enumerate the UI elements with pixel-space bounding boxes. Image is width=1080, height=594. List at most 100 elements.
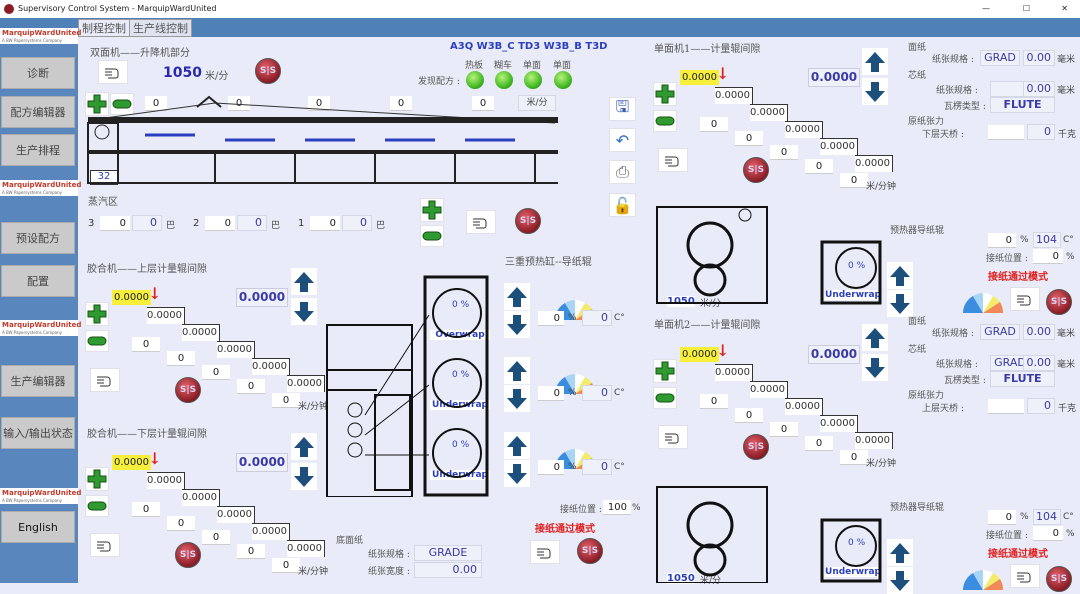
lower-button[interactable] xyxy=(862,354,888,381)
scs-control-button[interactable]: S|S xyxy=(743,157,769,183)
scs-control-button[interactable]: S|S xyxy=(175,377,201,403)
gap-setpoint-field[interactable]: 0.0000 xyxy=(680,70,719,85)
increase-button[interactable] xyxy=(420,198,444,222)
tension-setpoint-field[interactable] xyxy=(988,125,1024,140)
gap-setpoint-field[interactable]: 0.0000 xyxy=(680,347,719,362)
raise-button[interactable] xyxy=(862,48,888,75)
decrease-button[interactable] xyxy=(653,110,677,132)
roll-speed-field[interactable]: 0 xyxy=(167,351,195,366)
tab-line-control[interactable]: 生产线控制 xyxy=(129,19,192,37)
splice-position-field[interactable]: 0 xyxy=(1033,249,1063,264)
roll-speed-field[interactable]: 0 xyxy=(840,173,868,188)
undo-button[interactable]: ↶ xyxy=(609,128,636,152)
preheater-wrap-field[interactable]: 0 xyxy=(988,510,1016,525)
roll-speed-field[interactable]: 0 xyxy=(700,117,728,132)
steam-setpoint-field[interactable]: 0 xyxy=(205,216,235,231)
roll-speed-field[interactable]: 0 xyxy=(237,379,265,394)
sidebar-item-io-status[interactable]: 输入/输出状态 xyxy=(1,417,75,449)
lower-button[interactable] xyxy=(291,298,317,325)
print-button[interactable]: ⎙ xyxy=(609,160,636,184)
manual-mode-button[interactable] xyxy=(466,210,496,234)
scs-control-button[interactable]: S|S xyxy=(255,58,281,84)
roll-speed-field[interactable]: 0 xyxy=(167,516,195,531)
raise-button[interactable] xyxy=(862,324,888,351)
lower-button[interactable] xyxy=(887,290,913,317)
manual-mode-button[interactable] xyxy=(1010,564,1040,588)
section-speed-field[interactable]: 0 xyxy=(390,96,412,111)
section-speed-field[interactable]: 0 xyxy=(145,96,167,111)
decrease-button[interactable] xyxy=(653,387,677,409)
decrease-button[interactable] xyxy=(85,330,109,352)
roll-speed-field[interactable]: 0 xyxy=(272,393,300,408)
increase-button[interactable] xyxy=(653,82,677,106)
wrap-percent-field[interactable]: 0 xyxy=(538,386,564,401)
roll-speed-field[interactable]: 0 xyxy=(202,365,230,380)
steam-setpoint-field[interactable]: 0 xyxy=(310,216,340,231)
sidebar-item-preset-recipe[interactable]: 预设配方 xyxy=(1,222,75,254)
roll-speed-field[interactable]: 0 xyxy=(735,131,763,146)
gap-setpoint-field[interactable]: 0.0000 xyxy=(112,455,151,470)
lower-button[interactable] xyxy=(862,78,888,105)
lower-button[interactable] xyxy=(887,567,913,594)
raise-button[interactable] xyxy=(887,262,913,289)
raise-button[interactable] xyxy=(504,357,530,384)
lower-button[interactable] xyxy=(291,463,317,490)
decrease-button[interactable] xyxy=(85,495,109,517)
close-button[interactable]: ✕ xyxy=(1061,4,1068,13)
sidebar-item-production-editor[interactable]: 生产编辑器 xyxy=(1,365,75,397)
save-button[interactable]: 🖫 xyxy=(609,97,636,121)
sidebar-item-language-english[interactable]: English xyxy=(1,511,75,543)
roll-speed-field[interactable]: 0 xyxy=(805,436,833,451)
lower-button[interactable] xyxy=(504,311,530,338)
roll-speed-field[interactable]: 0 xyxy=(735,408,763,423)
roll-speed-field[interactable]: 0 xyxy=(805,159,833,174)
roll-speed-field[interactable]: 0 xyxy=(770,422,798,437)
raise-button[interactable] xyxy=(291,268,317,295)
roll-speed-field[interactable]: 0 xyxy=(237,544,265,559)
roll-speed-field[interactable]: 0 xyxy=(840,450,868,465)
splice-position-field[interactable]: 100 xyxy=(603,500,631,515)
sidebar-item-production-schedule[interactable]: 生产排程 xyxy=(1,134,75,166)
sidebar-item-configuration[interactable]: 配置 xyxy=(1,265,75,297)
raise-button[interactable] xyxy=(887,539,913,566)
section-speed-field[interactable]: 0 xyxy=(472,96,494,111)
raise-button[interactable] xyxy=(291,433,317,460)
tab-process-control[interactable]: 制程控制 xyxy=(78,19,130,37)
decrease-button[interactable] xyxy=(420,225,444,247)
minimize-button[interactable]: — xyxy=(982,4,990,13)
raise-button[interactable] xyxy=(504,283,530,310)
manual-mode-button[interactable] xyxy=(1010,287,1040,311)
lower-button[interactable] xyxy=(504,385,530,412)
scs-control-button[interactable]: S|S xyxy=(175,542,201,568)
unlock-button[interactable]: 🔓 xyxy=(609,193,636,217)
tension-setpoint-field[interactable] xyxy=(988,399,1024,414)
wrap-percent-field[interactable]: 0 xyxy=(538,311,564,326)
section-speed-field[interactable]: 0 xyxy=(308,96,330,111)
roll-speed-field[interactable]: 0 xyxy=(132,502,160,517)
sidebar-item-diagnostics[interactable]: 诊断 xyxy=(1,57,75,89)
roll-speed-field[interactable]: 0 xyxy=(700,394,728,409)
steam-setpoint-field[interactable]: 0 xyxy=(100,216,130,231)
splice-position-field[interactable]: 0 xyxy=(1033,526,1063,541)
maximize-button[interactable]: ☐ xyxy=(1022,4,1030,13)
manual-mode-button[interactable] xyxy=(90,368,120,392)
roll-speed-field[interactable]: 0 xyxy=(770,145,798,160)
increase-button[interactable] xyxy=(85,467,109,491)
scs-control-button[interactable]: S|S xyxy=(1046,566,1072,592)
section-speed-field[interactable]: 0 xyxy=(228,96,250,111)
decrease-button[interactable] xyxy=(110,93,134,115)
manual-mode-button[interactable] xyxy=(90,533,120,557)
lower-button[interactable] xyxy=(504,460,530,487)
wrap-percent-field[interactable]: 0 xyxy=(538,460,564,475)
roll-speed-field[interactable]: 0 xyxy=(132,337,160,352)
manual-mode-button[interactable] xyxy=(658,425,688,449)
manual-mode-button[interactable] xyxy=(658,148,688,172)
preheater-wrap-field[interactable]: 0 xyxy=(988,233,1016,248)
manual-mode-button[interactable] xyxy=(530,540,560,564)
sidebar-item-recipe-editor[interactable]: 配方编辑器 xyxy=(1,96,75,128)
scs-control-button[interactable]: S|S xyxy=(743,434,769,460)
raise-button[interactable] xyxy=(504,432,530,459)
increase-button[interactable] xyxy=(85,302,109,326)
scs-control-button[interactable]: S|S xyxy=(1046,289,1072,315)
roll-speed-field[interactable]: 0 xyxy=(202,530,230,545)
